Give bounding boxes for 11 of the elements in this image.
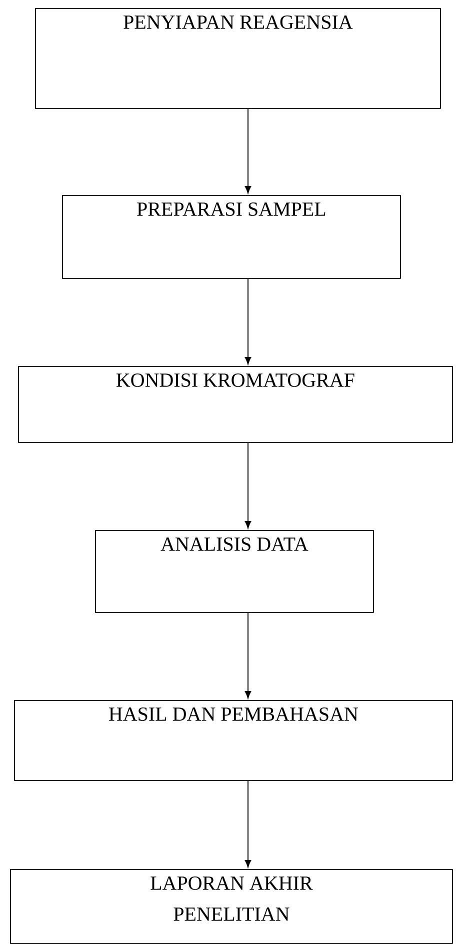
process-box: LAPORAN AKHIR PENELITIAN xyxy=(10,869,453,944)
arrow xyxy=(244,780,252,868)
arrow xyxy=(244,612,252,699)
arrow xyxy=(244,108,252,194)
process-box: KONDISI KROMATOGRAF xyxy=(18,366,453,443)
process-box: PENYIAPAN REAGENSIA xyxy=(35,8,441,109)
process-box: PREPARASI SAMPEL xyxy=(62,195,401,279)
process-box: ANALISIS DATA xyxy=(95,530,374,613)
arrow xyxy=(244,442,252,529)
arrow xyxy=(244,278,252,364)
process-box: HASIL DAN PEMBAHASAN xyxy=(14,700,453,781)
